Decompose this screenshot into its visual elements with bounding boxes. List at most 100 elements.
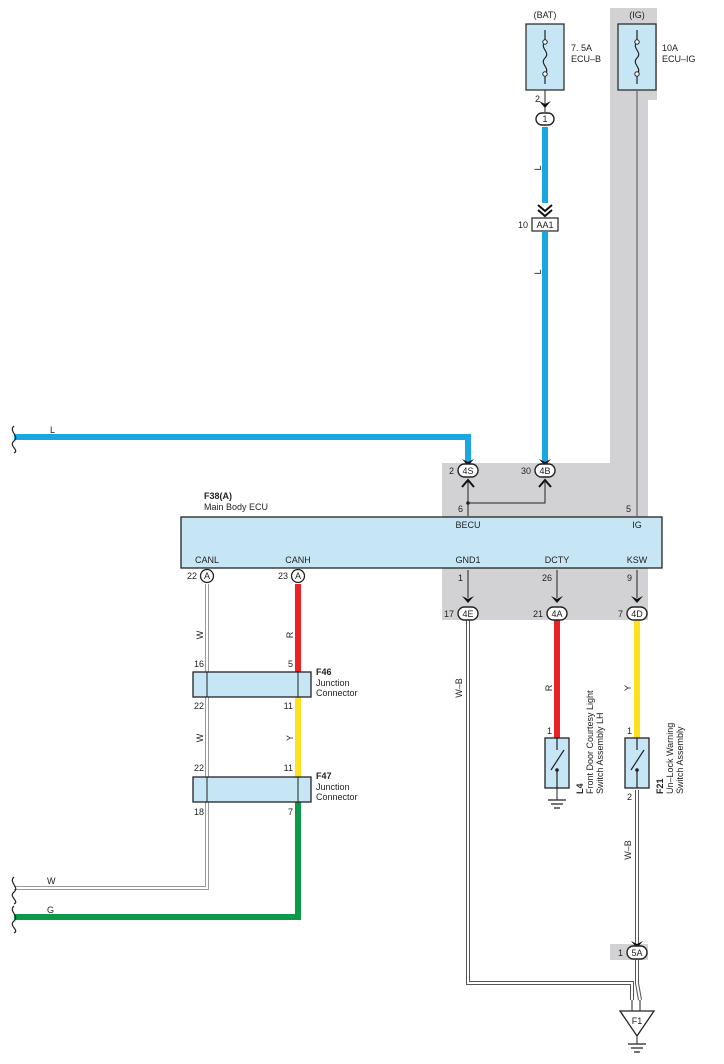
pin-f46-tl: 16	[194, 659, 204, 669]
wire-label-r1: R	[285, 631, 295, 638]
pin-ksw: 9	[627, 573, 632, 583]
connector-arrow-icon	[538, 478, 552, 488]
connector-arrow-icon	[461, 478, 475, 488]
wire-label-wb2: W–B	[623, 840, 633, 860]
wire-label-r2: R	[544, 684, 554, 691]
ground-icon	[548, 799, 566, 809]
pin-f46-tr: 5	[288, 659, 293, 669]
connector-4a	[546, 606, 568, 621]
f46-line1: Junction	[316, 678, 350, 688]
pin-l4: 1	[547, 726, 552, 736]
wire-label-l2: L	[533, 269, 543, 274]
ground-point-f1	[618, 1010, 656, 1038]
pin-4s: 2	[449, 466, 454, 476]
bat-supply-label: (BAT)	[534, 10, 557, 20]
pin-bat-out: 2	[535, 94, 540, 104]
wire-label-w-left: W	[47, 876, 56, 886]
pin-f47-tl: 22	[194, 763, 204, 773]
wire-label-w2: W	[195, 733, 205, 742]
junction-connector-f47	[192, 776, 312, 803]
connector-aa1-label: AA1	[536, 220, 553, 230]
wire-canl-w	[14, 584, 209, 890]
wire-gnd-wb	[466, 620, 634, 1000]
pin-f47-tr: 11	[284, 763, 293, 773]
ground-icon	[628, 1043, 646, 1053]
wire-break-icon	[11, 425, 17, 454]
l4-line1: Front Door Courtesy Light	[585, 690, 595, 794]
ig-circuit-shading	[442, 8, 657, 620]
connector-a-canh	[290, 568, 306, 584]
pin-5a: 1	[618, 948, 623, 958]
connector-4s-label: 4S	[462, 466, 473, 476]
fuse-ig-name: ECU–IG	[662, 54, 696, 64]
f46-line2: Connector	[316, 688, 358, 698]
connector-1	[535, 112, 555, 126]
connector-4d	[626, 606, 648, 621]
connector-5a-label: 5A	[631, 948, 642, 958]
inline-connector-icon	[537, 204, 553, 218]
ecu-terminal-dcty: DCTY	[545, 555, 570, 565]
pin-aa1: 10	[518, 220, 528, 230]
connector-a-label: A	[295, 571, 301, 581]
wire-break-icon	[11, 905, 17, 934]
pin-canl: 22	[187, 571, 197, 581]
connector-4b	[534, 463, 556, 478]
pin-f21-top: 1	[627, 726, 632, 736]
wire-l-left	[14, 434, 471, 462]
wire-canh-g	[14, 802, 301, 920]
ecu-terminal-ig: IG	[632, 520, 642, 530]
connector-5a	[626, 945, 648, 960]
pin-canh: 23	[278, 571, 288, 581]
f46-id: F46	[316, 667, 332, 677]
pin-4d: 7	[618, 609, 623, 619]
connector-1-label: 1	[542, 114, 547, 124]
fuse-ig-rating: 10A	[662, 43, 678, 53]
f21-id: F21	[655, 778, 665, 794]
fuse-element-icon	[542, 30, 548, 84]
ground-f1-label: F1	[632, 1016, 643, 1026]
main-body-ecu	[180, 516, 663, 569]
wire-becu-internal	[467, 480, 546, 516]
ecu-terminal-canl: CANL	[195, 555, 219, 565]
wire-break-icon	[11, 876, 17, 905]
wire-label-wb1: W–B	[454, 678, 464, 698]
wire-label-l1: L	[533, 165, 543, 170]
pin-f46-br: 11	[284, 701, 293, 711]
ecu-id: F38(A)	[204, 491, 232, 501]
wire-label-y2: Y	[623, 685, 633, 691]
ig-supply-label: (IG)	[629, 10, 645, 20]
connector-4s	[457, 463, 479, 478]
fuse-element-icon	[634, 30, 640, 84]
connector-4a-label: 4A	[551, 609, 562, 619]
connector-a-canl	[199, 568, 215, 584]
pin-dcty: 26	[542, 573, 552, 583]
switch-contact-icon	[630, 738, 645, 788]
switch-contact-icon	[550, 738, 565, 788]
pin-gnd1: 1	[458, 573, 463, 583]
f47-line1: Junction	[316, 782, 350, 792]
l4-line2: Switch Assembly LH	[595, 712, 605, 794]
connector-4e	[457, 606, 479, 621]
f21-line1: Un–Lock Warning	[665, 723, 675, 794]
connector-a-label: A	[204, 571, 210, 581]
connector-4d-label: 4D	[631, 609, 643, 619]
pin-4a: 21	[533, 609, 543, 619]
f21-line2: Switch Assembly	[675, 726, 685, 794]
f47-id: F47	[316, 771, 332, 781]
wire-label-g-left: G	[47, 905, 54, 915]
l4-id: L4	[575, 783, 585, 794]
pin-f47-br: 7	[288, 807, 293, 817]
pin-4b: 30	[521, 466, 531, 476]
pin-ig-in: 5	[626, 504, 631, 514]
pin-f21-bot: 2	[627, 792, 632, 802]
ecu-name: Main Body ECU	[204, 502, 268, 512]
wire-label-l-left: L	[50, 425, 55, 435]
connector-4b-label: 4B	[539, 466, 550, 476]
ecu-terminal-becu: BECU	[455, 520, 480, 530]
f47-line2: Connector	[316, 792, 358, 802]
wire-label-w1: W	[195, 630, 205, 639]
pin-becu-in: 6	[458, 504, 463, 514]
ecu-terminal-ksw: KSW	[627, 555, 648, 565]
connector-4e-label: 4E	[462, 609, 473, 619]
